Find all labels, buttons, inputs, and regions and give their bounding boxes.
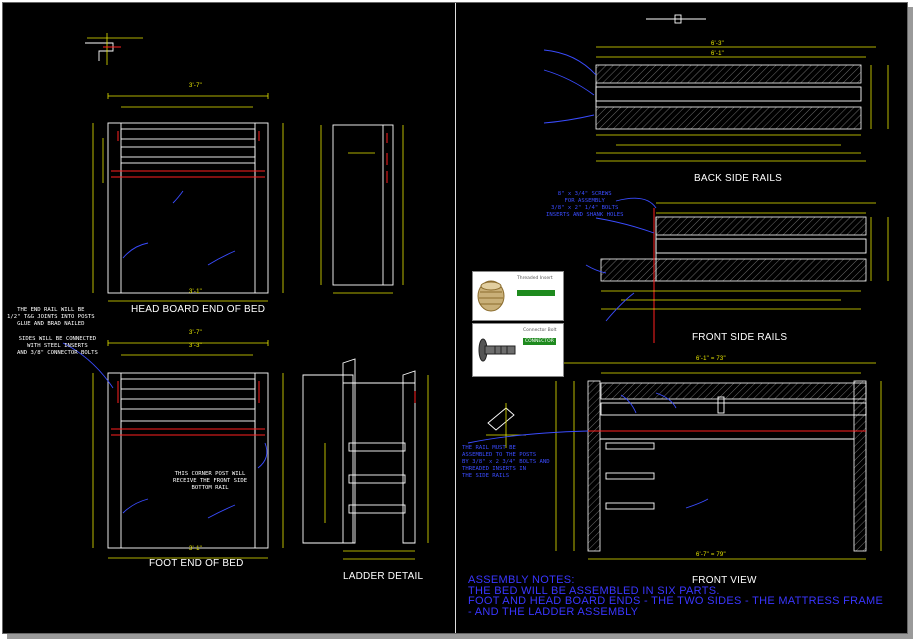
caption-front-rails: FRONT SIDE RAILS (692, 332, 788, 343)
assembly-notes-line: THE BED WILL BE ASSEMBLED IN SIX PARTS. (468, 584, 720, 597)
cad-drawing-frame: THE END RAIL WILL BE 1/2" T&G JOINTS INT… (2, 2, 908, 634)
threaded-insert-photo[interactable]: Threaded Insert (472, 271, 564, 321)
assembly-notes-title: ASSEMBLY NOTES: (468, 574, 575, 586)
right-drawing (467, 14, 889, 560)
assembly-notes-line: - AND THE LADDER ASSEMBLY (468, 605, 639, 618)
left-viewport[interactable]: THE END RAIL WILL BE 1/2" T&G JOINTS INT… (3, 3, 456, 633)
dim-headboard-width: 3'-7" (189, 83, 202, 89)
front-view (467, 362, 882, 560)
headboard-side (320, 124, 404, 294)
dim-back-top: 6'-3" (711, 41, 724, 47)
dim-footend-width: 3'-7" (189, 330, 202, 336)
ladder-detail (302, 358, 429, 560)
connector-bolt-photo[interactable]: Connector Bolt CONNECTOR (472, 323, 564, 377)
note-screws: 8" x 3/4" SCREWS FOR ASSEMBLY 3/8" x 2" … (546, 191, 624, 218)
caption-headboard: HEAD BOARD END OF BED (131, 304, 266, 315)
dim-front-view-top: 6'-1" = 73" (696, 356, 726, 362)
note-sides-connected: SIDES WILL BE CONNECTED WITH STEEL INSER… (17, 336, 98, 356)
dim-back-mid: 6'-1" (711, 51, 724, 57)
dim-footend-inner: 3'-3" (189, 343, 202, 349)
dim-headboard-bottom: 3'-1" (189, 289, 202, 295)
bolt-photo-label: Connector Bolt (523, 328, 557, 333)
right-viewport[interactable]: Threaded Insert Connector Bolt CONNECTOR… (456, 3, 907, 633)
caption-back-rails: BACK SIDE RAILS (694, 173, 783, 184)
front-side-rails (585, 197, 889, 343)
headboard-elevation (92, 93, 284, 302)
note-corner-post: THIS CORNER POST WILL RECEIVE THE FRONT … (173, 471, 248, 491)
caption-footend: FOOT END OF BED (149, 558, 244, 569)
joint-detail-small (85, 33, 143, 65)
assembly-notes-line: FOOT AND HEAD BOARD ENDS - THE TWO SIDES… (468, 595, 884, 607)
dim-footend-bottom: 3'-1" (189, 546, 202, 552)
assembly-notes: ASSEMBLY NOTES: THE BED WILL BE ASSEMBLE… (468, 575, 883, 617)
dim-front-view-bottom: 6'-7" = 79" (696, 552, 726, 558)
caption-ladder: LADDER DETAIL (343, 571, 424, 582)
note-end-rail: THE END RAIL WILL BE 1/2" T&G JOINTS INT… (7, 307, 95, 327)
bolt-photo-button[interactable]: CONNECTOR (523, 338, 556, 345)
insert-photo-label: Threaded Insert (517, 276, 553, 281)
back-side-rails (543, 46, 889, 162)
caption-front-view: FRONT VIEW (692, 575, 757, 586)
footend-elevation (62, 340, 284, 559)
left-drawing (62, 33, 429, 560)
note-rung-assembly: THE RAIL MUST BE ASSEMBLED TO THE POSTS … (462, 445, 550, 479)
